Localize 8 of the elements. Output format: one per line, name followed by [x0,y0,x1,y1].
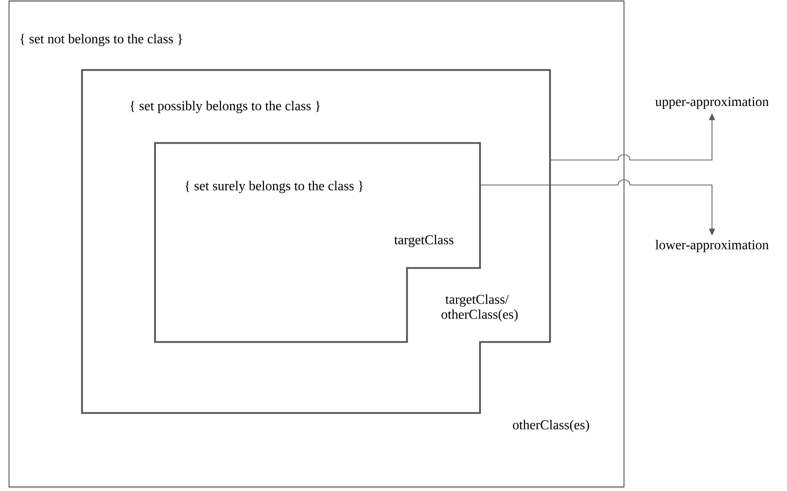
region-label: { set not belongs to the class } [20,34,182,46]
region-label: otherClass(es) [512,420,590,432]
region-label: { set possibly belongs to the class } [130,100,320,114]
region-label: targetClass/ otherClass(es) [442,294,518,322]
region-label: { set surely belongs to the class } [185,180,363,194]
approximation-label: lower-approximation [655,240,769,252]
approximation-label: upper-approximation [655,97,769,109]
region-label: targetClass [394,234,454,248]
